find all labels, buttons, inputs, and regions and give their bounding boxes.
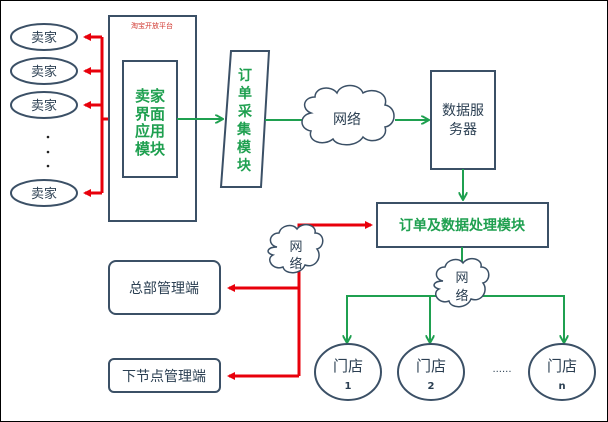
seller-label: 卖家	[31, 64, 57, 80]
store-label: 门店	[333, 357, 363, 375]
store-label: 门店	[547, 357, 577, 375]
network-label: 络	[289, 256, 302, 272]
store-node: 门店 2	[397, 343, 465, 401]
network-label: 网	[455, 271, 468, 286]
management-connector	[227, 221, 373, 380]
seller-ellipsis	[46, 135, 50, 168]
store-label: 门店	[416, 357, 446, 375]
collect-line: 订	[238, 67, 252, 84]
processing-label: 订单及数据处理模块	[399, 217, 526, 234]
network-label: 网络	[333, 112, 361, 128]
seller-ui-line: 模块	[135, 140, 166, 158]
server-line: 务器	[449, 122, 477, 138]
hq-client: 总部管理端	[108, 260, 221, 315]
store-number: n	[558, 381, 565, 392]
collect-line: 集	[236, 121, 252, 138]
seller-node: 卖家	[10, 179, 78, 207]
seller-node: 卖家	[10, 91, 78, 119]
collect-line: 单	[238, 85, 252, 102]
server-line: 数据服	[442, 103, 484, 119]
seller-label: 卖家	[31, 186, 57, 202]
seller-label: 卖家	[31, 98, 57, 114]
collect-line: 采	[237, 103, 253, 120]
network-label: 网	[289, 240, 302, 255]
platform-title: 淘宝开放平台	[131, 21, 173, 30]
node-client-label: 下节点管理端	[122, 369, 206, 385]
node-client: 下节点管理端	[108, 358, 221, 393]
network-cloud-left: 网 络	[267, 223, 324, 274]
seller-node: 卖家	[10, 57, 78, 85]
data-server: 数据服 务器	[430, 70, 496, 170]
seller-ui-line: 界面	[135, 105, 165, 123]
store-node: 门店 1	[314, 343, 382, 401]
network-cloud-right: 网 络	[433, 257, 490, 308]
seller-ui-module: 卖家 界面 应用 模块	[122, 60, 178, 178]
store-node: 门店 n	[528, 343, 596, 401]
order-collect-module: 订 单 采 集 模 块	[219, 50, 271, 188]
stores-ellipsis: ......	[492, 364, 511, 375]
network-label: 络	[455, 288, 468, 304]
seller-label: 卖家	[31, 30, 57, 46]
network-cloud-top: 网络	[301, 84, 395, 146]
hq-client-label: 总部管理端	[129, 281, 199, 297]
seller-node: 卖家	[10, 23, 78, 51]
store-number: 1	[345, 381, 352, 392]
collect-line: 块	[237, 158, 252, 174]
order-processing-module: 订单及数据处理模块	[376, 202, 549, 248]
seller-ui-line: 应用	[135, 122, 165, 140]
seller-ui-line: 卖家	[135, 87, 165, 105]
store-number: 2	[428, 381, 435, 392]
collect-line: 模	[237, 139, 252, 156]
